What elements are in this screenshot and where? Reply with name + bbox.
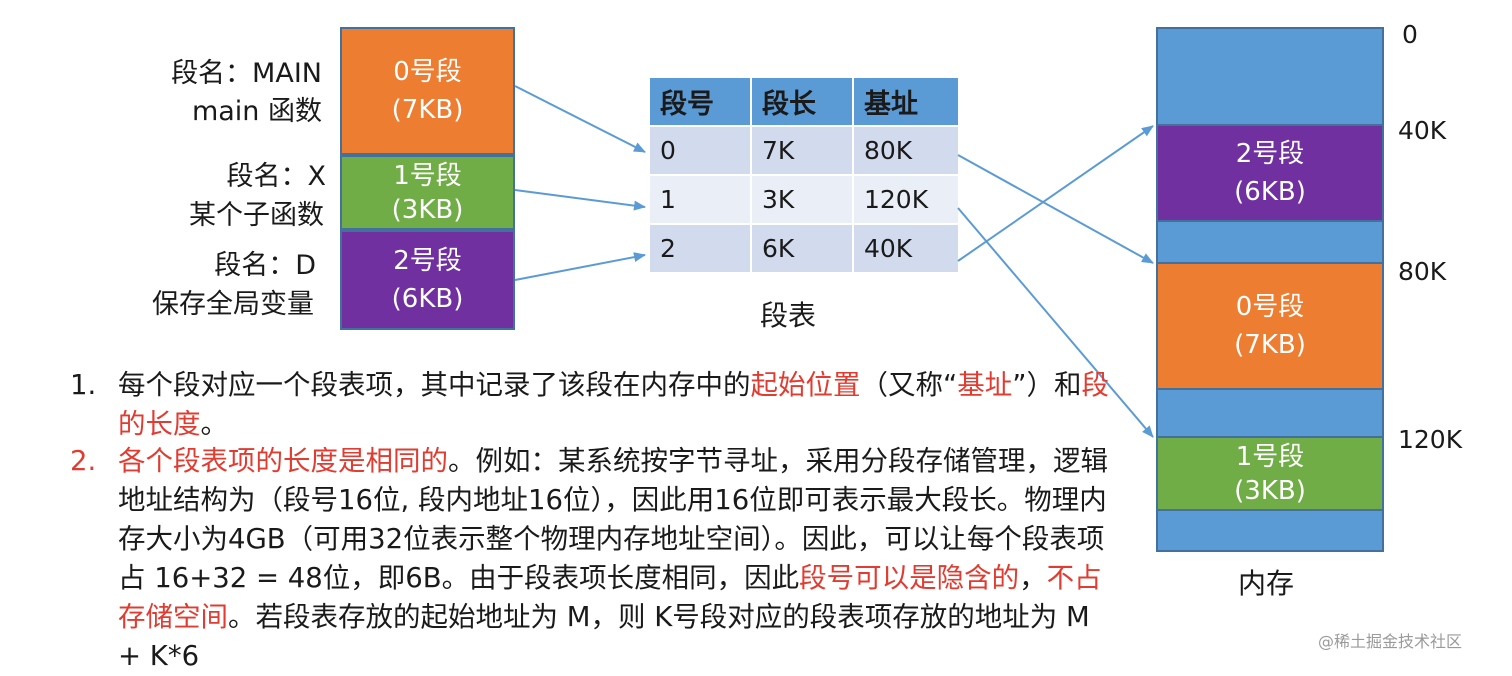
header-seg-number: 段号	[648, 76, 752, 127]
table-row: 0 7K 80K	[648, 125, 960, 176]
arrow-row2-to-mem40k	[957, 125, 1154, 262]
segment-table-caption: 段表	[760, 299, 817, 332]
logical-segment-2: 2号段 (6KB)	[340, 230, 515, 330]
seg2-name-label: 段名：D	[214, 250, 316, 281]
table-row: 2 6K 40K	[648, 223, 960, 274]
header-base-address: 基址	[852, 76, 960, 127]
table-cell: 0	[648, 125, 752, 176]
arrow-seg0-to-row0	[514, 85, 646, 153]
table-cell: 3K	[750, 174, 854, 225]
logical-segment-0-title: 0号段	[393, 57, 462, 87]
address-label-80k: 80K	[1398, 257, 1447, 286]
seg1-name-label: 段名：X	[226, 161, 327, 192]
paragraph-2-number: 2.	[70, 445, 97, 477]
table-cell: 40K	[852, 223, 960, 274]
seg2-desc-label: 保存全局变量	[152, 289, 314, 320]
memory-block-seg2-size: (6KB)	[1234, 177, 1306, 207]
logical-segment-0-size: (7KB)	[391, 95, 464, 125]
logical-segment-1-title: 1号段	[393, 160, 462, 191]
paragraph-2-text: 各个段表项的长度是相同的。例如：某系统按字节寻址，采用分段存储管理，逻辑地址结构…	[118, 445, 1108, 672]
paragraph-2: 2. 各个段表项的长度是相同的。例如：某系统按字节寻址，采用分段存储管理，逻辑地…	[70, 442, 1110, 676]
table-cell: 6K	[750, 223, 854, 274]
logical-segment-1: 1号段 (3KB)	[340, 155, 515, 230]
address-label-40k: 40K	[1398, 116, 1447, 145]
memory-block-seg0: 0号段 (7KB)	[1156, 262, 1384, 390]
arrow-seg2-to-row2	[514, 252, 646, 281]
memory-block-seg0-size: (7KB)	[1234, 330, 1306, 360]
memory-block-seg2: 2号段 (6KB)	[1156, 124, 1384, 222]
paragraph-1-text: 每个段对应一个段表项，其中记录了该段在内存中的起始位置（又称“基址”）和段的长度…	[118, 369, 1109, 440]
table-cell: 120K	[852, 174, 960, 225]
memory-block-seg1-size: (3KB)	[1234, 475, 1306, 506]
table-cell: 7K	[750, 125, 854, 176]
header-seg-length: 段长	[750, 76, 854, 127]
seg0-name-label: 段名：MAIN	[171, 58, 322, 89]
arrow-row1-to-mem120k	[957, 207, 1154, 438]
logical-segment-1-size: (3KB)	[391, 194, 464, 225]
segment-table: 段号 段长 基址 0 7K 80K 1 3K 120K 2 6K 40K	[648, 76, 960, 274]
memory-block-seg1: 1号段 (3KB)	[1156, 436, 1384, 511]
seg1-desc-label: 某个子函数	[189, 200, 324, 231]
logical-segment-2-title: 2号段	[393, 246, 462, 276]
memory-block-seg0-title: 0号段	[1235, 292, 1305, 322]
segment-table-header: 段号 段长 基址	[648, 76, 960, 127]
paragraph-1-number: 1.	[70, 369, 97, 401]
table-cell: 80K	[852, 125, 960, 176]
address-label-120k: 120K	[1398, 425, 1463, 454]
table-cell: 2	[648, 223, 752, 274]
arrow-row0-to-mem80k	[957, 154, 1154, 264]
memory-block-seg2-title: 2号段	[1235, 139, 1305, 169]
logical-segment-2-size: (6KB)	[391, 284, 464, 314]
seg0-desc-label: main 函数	[191, 96, 322, 127]
address-label-0: 0	[1402, 20, 1418, 49]
memory-block-seg1-title: 1号段	[1235, 441, 1305, 472]
arrow-seg1-to-row1	[514, 189, 646, 211]
memory-caption: 内存	[1238, 567, 1295, 600]
table-row: 1 3K 120K	[648, 174, 960, 225]
paragraph-1: 1. 每个段对应一个段表项，其中记录了该段在内存中的起始位置（又称“基址”）和段…	[70, 366, 1110, 444]
table-cell: 1	[648, 174, 752, 225]
watermark: @稀土掘金技术社区	[1318, 632, 1463, 651]
logical-segment-0: 0号段 (7KB)	[340, 27, 515, 155]
